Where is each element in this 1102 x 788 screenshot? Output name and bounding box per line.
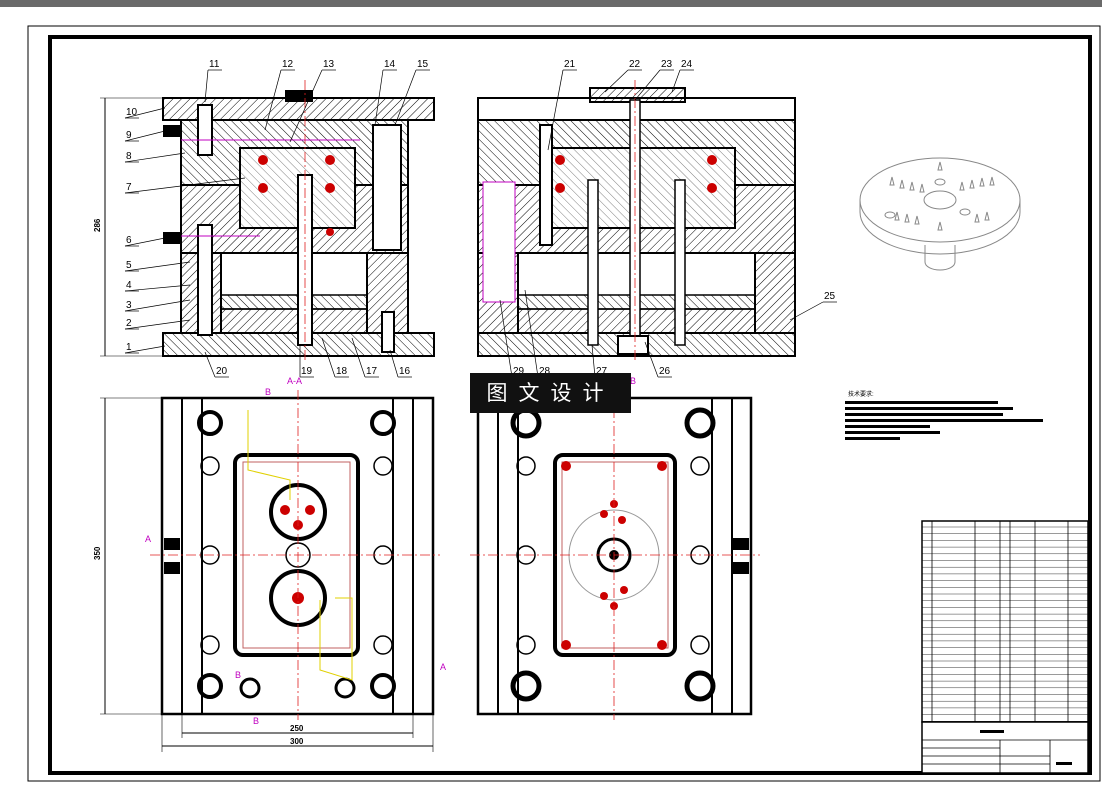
leader-line: [604, 69, 629, 93]
leader-line: [264, 69, 282, 131]
view-marker-b: B: [235, 670, 241, 680]
leader-line: [289, 69, 323, 143]
leader-line: [124, 107, 166, 119]
leader-line: [204, 351, 216, 378]
part-number-label: 29: [513, 366, 525, 377]
leader-line: [124, 177, 246, 194]
leader-line: [389, 349, 399, 378]
dimension-lines: [100, 97, 434, 752]
part-number-label: 21: [564, 59, 576, 70]
part-number-label: 4: [126, 280, 132, 291]
view-marker-b: B: [630, 376, 636, 386]
leader-line: [644, 341, 659, 378]
section-label: A-A: [287, 376, 302, 386]
part-number-label: 23: [661, 59, 673, 70]
part-number-label: 16: [399, 366, 411, 377]
part-number-label: 17: [366, 366, 378, 377]
isometric-part-view: [859, 157, 1021, 271]
part-number-label: 2: [126, 318, 132, 329]
part-number-label: 6: [126, 235, 132, 246]
view-marker-b: B: [265, 387, 271, 397]
dimension-height-top: 286: [93, 218, 102, 232]
part-number-label: 22: [629, 59, 641, 70]
part-number-label: 13: [323, 59, 335, 70]
watermark-banner: 图文设计: [470, 373, 631, 413]
view-marker-b: B: [253, 716, 259, 726]
leader-line: [591, 344, 596, 378]
section-view-left: [162, 80, 435, 360]
view-marker-a: A: [145, 534, 151, 544]
plan-view-left: [150, 390, 440, 720]
part-number-label: 10: [126, 107, 138, 118]
leader-line: [124, 152, 186, 163]
plan-view-right: [470, 390, 760, 720]
part-number-label: 12: [282, 59, 294, 70]
part-number-label: 8: [126, 151, 132, 162]
leader-line: [789, 301, 824, 321]
dimension-width-outer: 300: [290, 737, 304, 746]
tech-requirements-title: 技术要求:: [848, 392, 874, 398]
sheet-inner-border: [48, 35, 1092, 775]
leader-line: [124, 237, 166, 247]
part-number-label: 9: [126, 130, 132, 141]
leader-line: [524, 289, 539, 378]
leader-line: [671, 69, 681, 93]
part-number-label: 26: [659, 366, 671, 377]
part-number-label: 20: [216, 366, 228, 377]
leader-line: [351, 337, 366, 378]
leader-line: [124, 261, 191, 272]
tech-requirements-block: [845, 401, 1043, 440]
part-number-label: 3: [126, 300, 132, 311]
part-number-label: 7: [126, 182, 132, 193]
part-number-label: 24: [681, 59, 693, 70]
leader-line: [124, 130, 166, 142]
dimension-width-inner: 250: [290, 724, 304, 733]
leader-line: [547, 69, 564, 151]
leader-line: [124, 345, 166, 354]
leader-line: [204, 69, 209, 103]
leader-line: [124, 299, 191, 312]
part-number-label: 1: [126, 342, 132, 353]
leader-line: [124, 284, 191, 292]
section-view-right: [477, 80, 796, 360]
part-number-label: 15: [417, 59, 429, 70]
part-number-label: 18: [336, 366, 348, 377]
leader-line: [634, 69, 661, 101]
part-number-label: 27: [596, 366, 608, 377]
part-number-label: 25: [824, 291, 836, 302]
sheet-outer-border: [27, 25, 1101, 782]
part-number-label: 11: [209, 59, 220, 70]
view-marker-a: A: [440, 662, 446, 672]
dimension-height-bottom: 350: [93, 546, 102, 560]
leader-line: [499, 299, 513, 378]
parts-list-table: [921, 520, 1089, 723]
part-number-label: 19: [301, 366, 313, 377]
leader-line: [374, 69, 384, 126]
window-top-bar: [0, 0, 1102, 7]
leader-line: [124, 319, 191, 330]
part-number-label: 14: [384, 59, 396, 70]
part-number-label: 5: [126, 260, 132, 271]
title-block: [921, 721, 1089, 774]
leader-line: [394, 69, 417, 126]
part-number-label: 28: [539, 366, 551, 377]
leader-line: [321, 337, 336, 378]
